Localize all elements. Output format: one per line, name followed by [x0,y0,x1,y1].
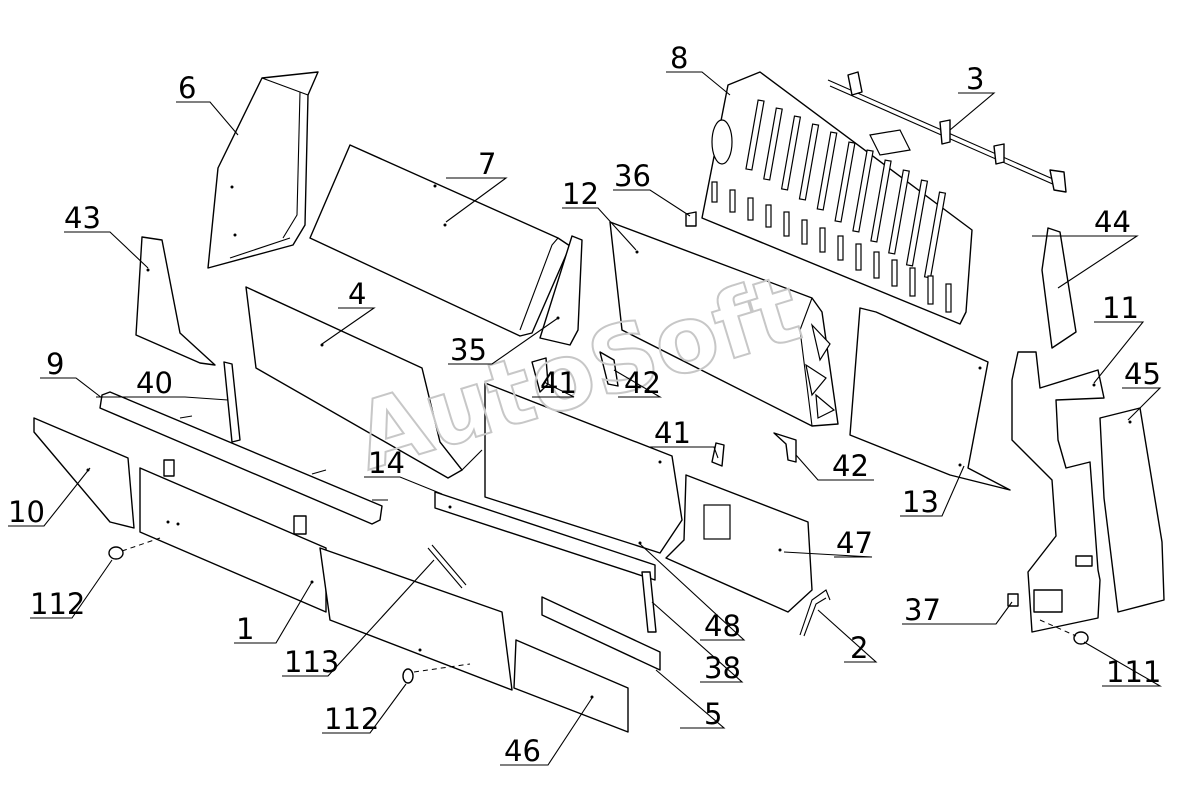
part-1-main-panel [139,459,513,691]
part-113-gas-strut [427,544,467,589]
part-11-side-frame [1011,351,1105,633]
callout-35: 35 [450,333,487,367]
part-46-panel [513,639,629,733]
callout-112-bottom: 112 [324,702,379,736]
callout-38: 38 [704,651,741,685]
callout-1: 1 [236,612,254,646]
part-13-panel [849,307,1011,491]
callout-43: 43 [64,201,101,235]
callout-37: 37 [904,593,941,627]
callout-40: 40 [136,366,173,400]
callout-113: 113 [284,645,339,679]
callout-10: 10 [8,495,45,529]
callout-2: 2 [850,631,868,665]
callout-11: 11 [1102,291,1139,325]
part-112-grommet-left [108,537,161,560]
callout-6: 6 [178,71,196,105]
part-43-gusset [135,236,216,366]
part-8-rear-grille-panel [701,71,973,325]
part-40-strip [223,361,241,443]
callout-36: 36 [614,159,651,193]
callout-8: 8 [670,41,688,75]
part-42-bracket-lower [773,432,797,463]
callout-labels: 6 7 8 3 36 12 43 44 4 35 11 9 40 45 41 4… [8,41,1161,768]
callout-42-lower: 42 [832,449,869,483]
grille-slots [711,99,952,313]
part-2-handle [799,589,831,637]
callout-41: 41 [540,366,577,400]
callout-41-lower: 41 [654,416,691,450]
part-7-panel [309,144,571,337]
part-45-panel [1099,407,1165,613]
part-112-grommet-bottom [402,663,471,684]
part-6-side-panel [207,71,319,269]
part-9-long-bar [99,391,388,525]
leader-lines [8,71,1163,766]
callout-48: 48 [704,609,741,643]
part-38-strip [641,571,657,633]
callout-14: 14 [368,446,405,480]
callout-45: 45 [1124,357,1161,391]
callout-12: 12 [562,177,599,211]
part-4-panel [245,286,483,479]
callout-9: 9 [46,347,64,381]
part-14-strip [434,491,656,581]
part-111-grommet [1039,619,1089,645]
part-37-latch [1007,593,1019,607]
part-10-panel [33,417,135,529]
part-12-panel [609,221,839,427]
part-5-strip [541,596,661,671]
part-48-panel [484,382,683,554]
part-42-bracket [599,351,619,387]
callout-112-left: 112 [30,587,85,621]
part-3-rod-assembly [827,71,1067,193]
callout-111: 111 [1106,655,1161,689]
callout-7: 7 [478,147,496,181]
callout-13: 13 [902,485,939,519]
callout-44: 44 [1094,205,1131,239]
callout-47: 47 [836,526,873,560]
callout-3: 3 [966,62,984,96]
callout-42: 42 [624,366,661,400]
callout-5: 5 [704,697,722,731]
callout-46: 46 [504,734,541,768]
callout-4: 4 [348,277,366,311]
part-47-panel [665,474,813,613]
